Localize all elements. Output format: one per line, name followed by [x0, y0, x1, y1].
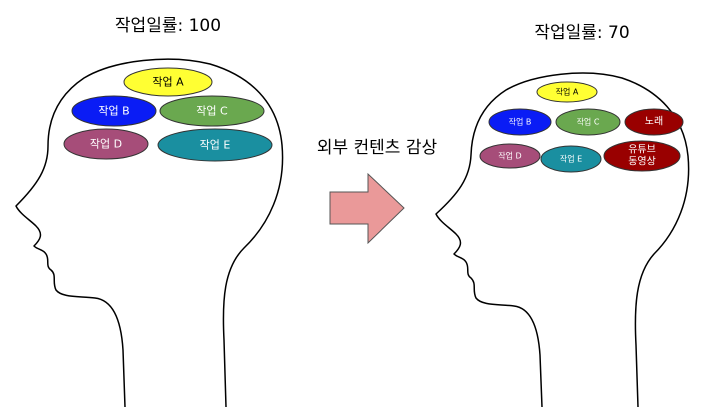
right-task-a-shape	[536, 81, 598, 103]
right-task-youtube-label-line2: 동영상	[628, 156, 656, 168]
right-task-b: 작업 B	[488, 108, 552, 136]
left-task-d-shape	[63, 128, 149, 160]
right-task-e: 작업 E	[540, 145, 602, 173]
transition-arrow: 외부 컨텐츠 감상	[317, 138, 438, 245]
left-task-c-label: 작업 C	[196, 105, 228, 118]
right-head: 작업일률: 70 작업 A 작업 B 작업 C 노래 작업 D 작업 E 유튜	[435, 23, 690, 407]
right-task-d-shape	[479, 143, 541, 169]
right-task-song-label: 노래	[645, 116, 663, 128]
left-task-c-shape	[159, 95, 265, 127]
left-head-outline	[15, 58, 284, 407]
left-task-d: 작업 D	[63, 128, 149, 160]
right-task-d: 작업 D	[479, 143, 541, 169]
left-task-c: 작업 C	[159, 95, 265, 127]
arrow-label: 외부 컨텐츠 감상	[317, 138, 438, 158]
left-task-a: 작업 A	[123, 67, 213, 97]
left-head: 작업일률: 100 작업 E 작업 D 작업 C 작업 B 작업 A	[15, 16, 284, 407]
right-head-outline	[435, 72, 690, 407]
right-task-b-shape	[488, 108, 552, 136]
right-title: 작업일률: 70	[534, 23, 629, 43]
left-task-e-shape	[157, 128, 273, 162]
right-task-youtube-shape	[603, 140, 681, 172]
right-task-youtube: 유튜브 동영상	[603, 140, 681, 172]
right-task-c-shape	[555, 108, 621, 136]
left-task-e-label: 작업 E	[200, 139, 231, 152]
left-task-a-shape	[123, 67, 213, 97]
arrow-shape	[329, 172, 405, 245]
right-task-a-label: 작업 A	[556, 87, 579, 97]
left-title: 작업일률: 100	[115, 16, 221, 36]
right-task-song-shape	[624, 108, 684, 136]
right-task-d-label: 작업 D	[498, 151, 521, 161]
right-task-e-shape	[540, 145, 602, 173]
left-task-b: 작업 B	[71, 95, 157, 127]
right-task-e-label: 작업 E	[560, 154, 582, 164]
right-task-a: 작업 A	[536, 81, 598, 103]
left-task-a-label: 작업 A	[152, 76, 184, 89]
left-task-e: 작업 E	[157, 128, 273, 162]
right-task-song: 노래	[624, 108, 684, 136]
left-task-b-label: 작업 B	[98, 105, 129, 118]
right-task-b-label: 작업 B	[509, 117, 532, 127]
right-task-youtube-label-line1: 유튜브	[628, 144, 656, 156]
left-task-b-shape	[71, 95, 157, 127]
right-task-c-label: 작업 C	[577, 117, 600, 127]
left-task-d-label: 작업 D	[90, 138, 122, 151]
right-task-c: 작업 C	[555, 108, 621, 136]
